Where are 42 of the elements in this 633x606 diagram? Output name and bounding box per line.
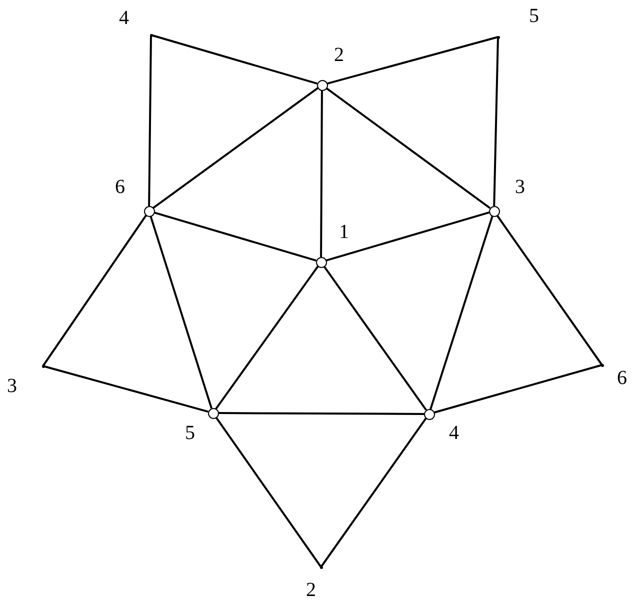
corner-point <box>150 34 152 36</box>
edge-line <box>150 34 318 85</box>
vertex-label: 4 <box>449 423 459 443</box>
vertex-circle <box>424 408 434 420</box>
vertex-circle <box>316 256 326 268</box>
edge-line <box>215 265 319 410</box>
vertex-label: 6 <box>115 177 125 197</box>
edge-line <box>325 87 491 209</box>
edge-line <box>218 412 424 415</box>
corner-point <box>600 364 604 366</box>
edge-line <box>496 214 603 366</box>
vertex-circle <box>208 408 218 418</box>
vertex-label: 2 <box>306 580 316 600</box>
corner-point <box>42 364 44 368</box>
vertex-label: 3 <box>515 177 525 197</box>
vertex-circle <box>316 80 328 90</box>
edge-line <box>320 90 323 257</box>
edge-line <box>152 87 319 209</box>
corner-point <box>320 566 322 568</box>
edge-line <box>42 214 147 367</box>
edge-line <box>150 215 212 409</box>
vertex-label: 5 <box>529 6 539 26</box>
edge-line <box>42 365 208 413</box>
edge-line <box>430 215 494 410</box>
edge-line <box>434 364 602 414</box>
edge-line <box>154 211 316 262</box>
vertex-label: 1 <box>339 222 349 242</box>
vertex-label: 3 <box>7 376 17 396</box>
edge-line <box>215 416 322 568</box>
vertex-label: 4 <box>119 8 129 28</box>
edge-line <box>320 418 427 568</box>
edge-line <box>326 36 498 85</box>
edge-line <box>493 36 499 206</box>
vertex-circle <box>144 206 154 216</box>
edge-line <box>323 266 427 410</box>
edge-line <box>326 211 490 262</box>
edge-line <box>148 34 152 206</box>
vertex-label: 6 <box>617 368 627 388</box>
corner-point <box>496 36 500 38</box>
vertex-label: 2 <box>334 45 344 65</box>
vertex-label: 5 <box>185 423 195 443</box>
vertex-circle <box>488 206 500 216</box>
